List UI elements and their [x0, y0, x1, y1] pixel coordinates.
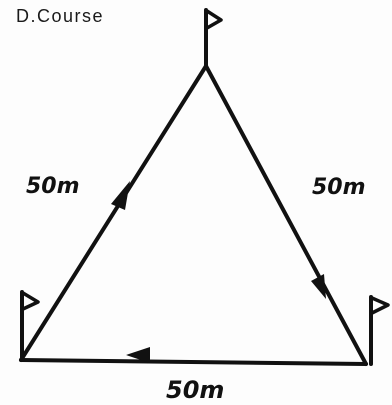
bottom-leg-direction-arrow-icon: [126, 347, 150, 363]
page-title: D.Course: [16, 6, 105, 26]
right-marker-flag-icon: [369, 295, 390, 366]
right-leg-direction-arrow-icon: [311, 274, 326, 299]
left-leg-distance-label: 50m: [26, 174, 80, 199]
course-leg-right: [204, 64, 368, 366]
course-leg-left: [19, 64, 208, 362]
left-leg-direction-arrow-icon: [111, 181, 130, 210]
course-leg-bottom: [19, 358, 368, 366]
right-leg-distance-label: 50m: [312, 175, 366, 200]
course-outline: [19, 64, 368, 366]
bottom-leg-distance-label: 50m: [166, 376, 224, 404]
top-marker-flag-icon: [204, 8, 223, 68]
left-marker-flag-icon: [20, 290, 40, 362]
